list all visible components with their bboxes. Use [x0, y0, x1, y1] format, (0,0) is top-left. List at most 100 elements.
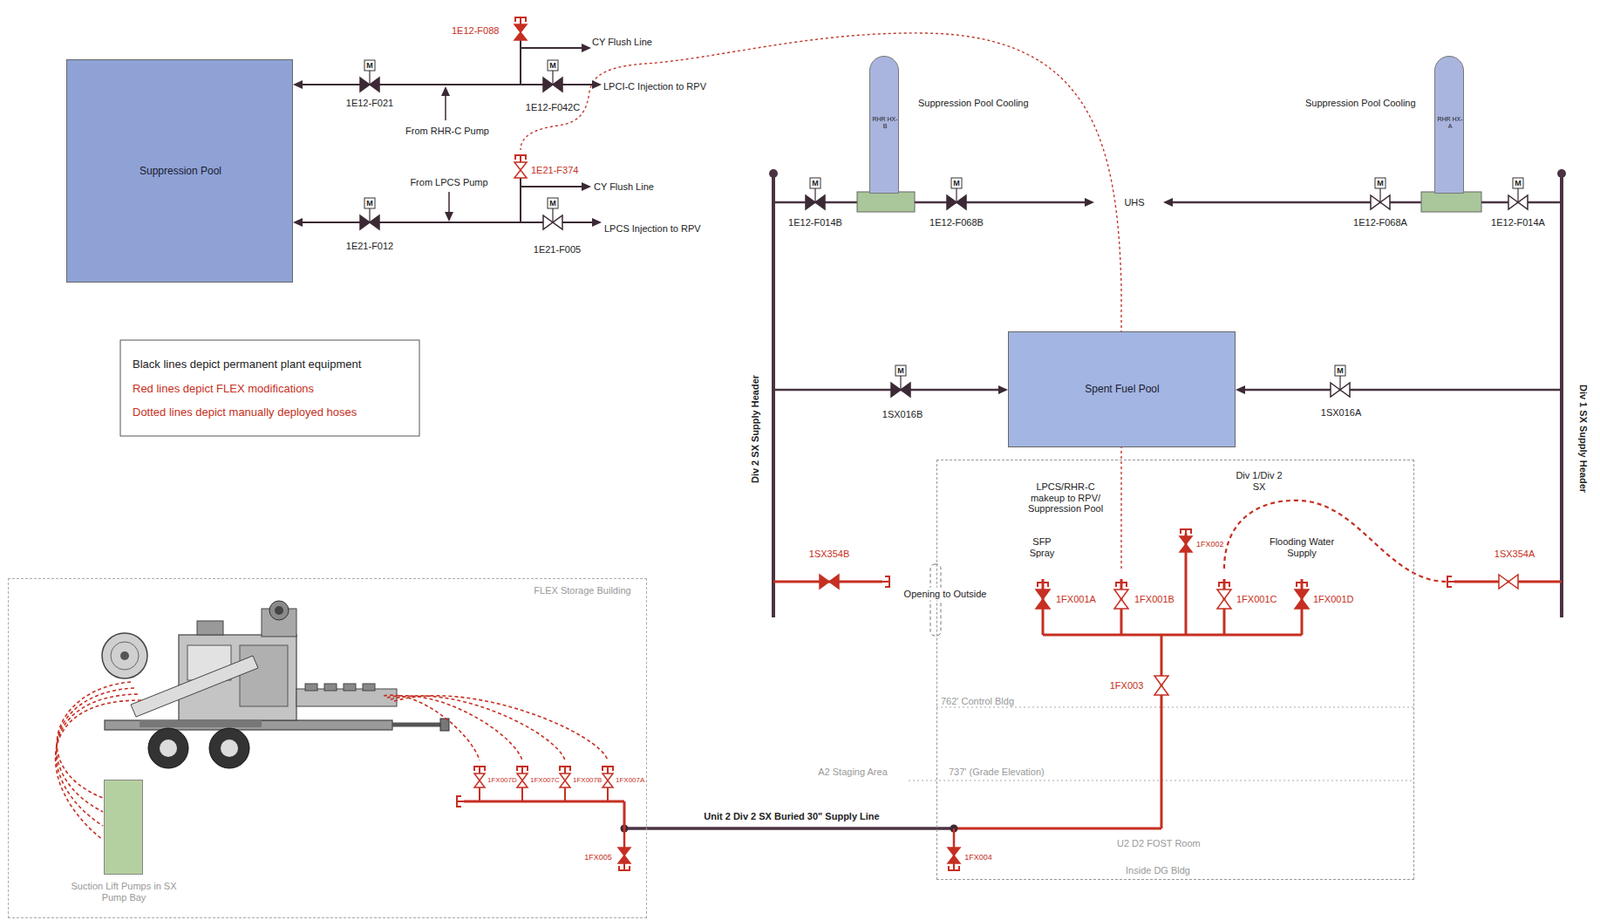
- node-text: RHR HX-A: [1436, 115, 1464, 130]
- discharge-hose: [387, 695, 523, 761]
- pipe-line: [1244, 388, 1562, 392]
- pipe-line: [551, 208, 553, 223]
- valve-symbol: [1179, 536, 1192, 552]
- motor-operator-letter: M: [1376, 178, 1384, 188]
- flex-valve-tag: 1FX007B: [572, 776, 602, 784]
- pipe-line: [814, 188, 816, 203]
- valve-symbol: [517, 773, 528, 788]
- pipe-label: 1E12-F068B: [929, 217, 984, 229]
- valve-symbol: [1498, 574, 1519, 589]
- motor-operator: [895, 365, 906, 376]
- motor-operator: [1334, 365, 1346, 376]
- pipe-label: CY Flush Line: [593, 181, 654, 193]
- hose-connection-cap: [1447, 576, 1455, 587]
- pipe-label: Unit 2 Div 2 SX Buried 30" Supply Line: [703, 810, 879, 823]
- node-text: Suppression Pool: [139, 165, 222, 178]
- pipe-line: [1160, 634, 1164, 829]
- hose-connection-cap: [1180, 529, 1192, 537]
- hose-connection-cap: [559, 766, 571, 774]
- flow-arrowhead: [998, 385, 1008, 395]
- flex-valve-tag: 1FX002: [1196, 539, 1225, 549]
- pipe-label: Opening to Outside: [901, 587, 990, 601]
- node-text: Spent Fuel Pool: [1084, 383, 1159, 396]
- hose-connection-cap: [948, 863, 960, 871]
- pipe-label: Flooding Water Supply: [1260, 536, 1344, 559]
- building-region: FLEX Storage BuildingSuction Lift Pumps …: [7, 578, 647, 919]
- pool-box: Spent Fuel Pool: [1007, 331, 1236, 448]
- header-label: Div 2 SX Supply Header: [749, 374, 762, 484]
- pipe-label: Suppression Pool Cooling: [918, 97, 1029, 109]
- pipe-line: [520, 47, 583, 49]
- heat-exchanger: RHR HX-B: [869, 55, 899, 194]
- discharge-hose: [390, 695, 566, 761]
- legend-entry: Black lines depict permanent plant equip…: [132, 357, 361, 372]
- pipe-label: LPCS Injection to RPV: [604, 223, 702, 235]
- flex-valve-tag: 1E12-F088: [451, 25, 499, 37]
- flex-valve-tag: 1FX001B: [1134, 593, 1175, 606]
- pipe-label: 1E12-F068A: [1353, 217, 1408, 229]
- flow-arrowhead: [441, 86, 450, 96]
- pipe-line: [444, 94, 447, 121]
- pipe-line: [448, 191, 450, 213]
- pipe-line: [1042, 633, 1302, 637]
- junction-dot: [769, 169, 778, 178]
- flow-arrowhead: [1084, 197, 1095, 207]
- legend-box: [120, 340, 420, 436]
- pump-bay-box: Suction Lift Pumps in SX Pump Bay: [103, 779, 143, 875]
- valve-symbol: [514, 24, 527, 41]
- motor-operator: [810, 177, 821, 189]
- motor-operator: [364, 197, 375, 209]
- pipe-label: SFP Spray: [1024, 536, 1060, 559]
- motor-operator: [364, 60, 375, 71]
- pipe-label: LPCS/RHR-C makeup to RPV/ Suppression Po…: [1021, 481, 1110, 515]
- hose-connection-cap: [517, 766, 528, 774]
- pipe-line: [773, 388, 1000, 392]
- flex-valve-tag: 1E21-F374: [531, 164, 579, 177]
- header-label: Div 1 SX Supply Header: [1578, 384, 1590, 493]
- area-label: 762' Control Bldg: [940, 695, 1015, 708]
- node-text: RHR HX-B: [871, 115, 899, 130]
- pipe-label: CY Flush Line: [592, 36, 653, 48]
- pipe-line: [551, 70, 553, 85]
- valve-symbol: [819, 574, 839, 589]
- flow-arrowhead: [581, 43, 592, 53]
- legend-entry: Dotted lines depict manually deployed ho…: [132, 405, 357, 420]
- pipe-label: From RHR-C Pump: [405, 125, 490, 137]
- flex-valve-tag: 1FX001A: [1055, 593, 1097, 606]
- pipe-line: [1339, 375, 1341, 390]
- pipe-label: Div 1/Div 2 SX: [1228, 469, 1290, 492]
- pipe-label: 1E21-F005: [533, 244, 581, 256]
- hose-connection-cap: [515, 17, 526, 25]
- valve-symbol: [474, 773, 485, 788]
- valve-symbol: [1217, 589, 1232, 609]
- pipe-line: [1517, 188, 1519, 203]
- flex-valve-tag: 1FX001C: [1236, 593, 1277, 606]
- pipe-label: 1SX016B: [882, 408, 923, 421]
- pipe-label: 1E12-F021: [346, 97, 394, 109]
- node-text: FLEX Storage Building: [533, 585, 631, 597]
- hose-connection-cap: [619, 863, 630, 871]
- pool-box: Suppression Pool: [66, 59, 293, 283]
- hose-connection-cap: [1037, 582, 1049, 590]
- pipe-label: 1E12-F014B: [788, 217, 843, 229]
- flow-arrowhead: [1235, 385, 1246, 395]
- motor-operator-letter: M: [1336, 366, 1344, 375]
- node-text: U2 D2 FOST Room: [1116, 837, 1201, 850]
- pipe-line: [771, 173, 776, 618]
- pipe-label: 1E12-F042C: [525, 102, 580, 114]
- pipe-line: [1379, 188, 1381, 203]
- pipe-label: From LPCS Pump: [409, 177, 488, 189]
- valve-symbol: [559, 773, 571, 788]
- pipe-line: [368, 208, 370, 223]
- pipe-line: [914, 201, 1086, 205]
- motor-operator: [1375, 177, 1386, 189]
- flex-valve-tag: 1FX007D: [487, 776, 518, 784]
- motor-operator: [547, 197, 559, 209]
- flex-valve-tag: 1SX354A: [1494, 548, 1535, 560]
- hose-connection-cap: [1116, 582, 1127, 590]
- hose-connection-cap: [1218, 582, 1230, 590]
- pipe-line: [899, 375, 901, 390]
- valve-symbol: [1035, 589, 1050, 609]
- heat-exchanger: RHR HX-A: [1434, 55, 1464, 194]
